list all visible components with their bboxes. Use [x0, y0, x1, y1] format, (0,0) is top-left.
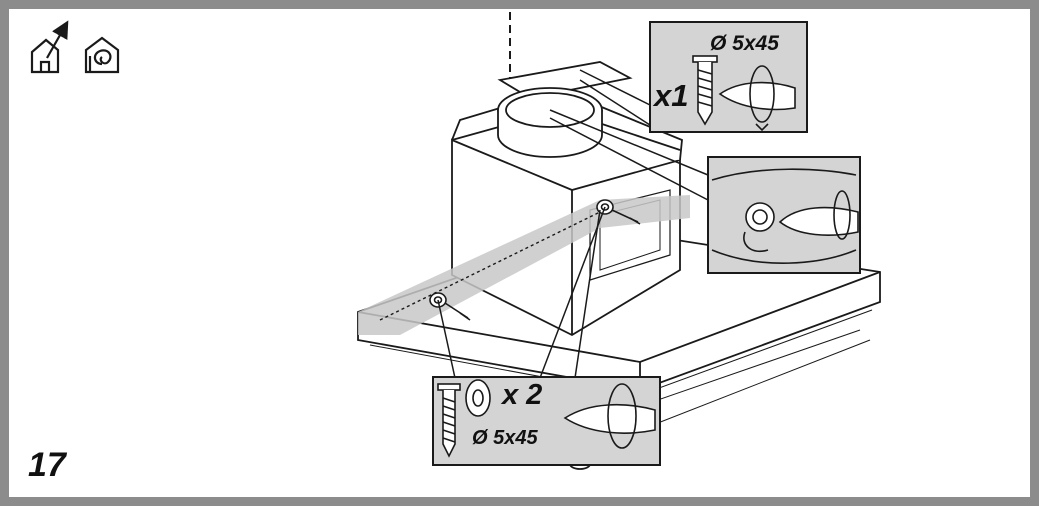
- callout-detail: [707, 156, 861, 274]
- band-dotted-line: [379, 211, 601, 321]
- washer-icon: [465, 379, 491, 417]
- screwdriver-icon-bottom: [563, 383, 656, 449]
- air-outlet-collar: [497, 87, 603, 158]
- house-exhaust-icon: [30, 20, 69, 74]
- leader-lines: [437, 69, 709, 379]
- bottom-callout-size: Ø 5x45: [472, 427, 538, 449]
- screw-icon: [692, 55, 718, 126]
- screw-left: [429, 292, 471, 321]
- step-number: 17: [28, 446, 68, 484]
- screw-icon-bottom: [437, 383, 461, 458]
- callout-bottom: [432, 376, 661, 466]
- top-callout-quantity: x1: [652, 78, 688, 113]
- house-recirculation-icon: [84, 36, 120, 74]
- screwdriver-icon: [718, 65, 796, 132]
- bottom-callout-quantity: x 2: [500, 379, 542, 411]
- top-callout-size: Ø 5x45: [710, 32, 779, 55]
- callout-top: [649, 21, 808, 133]
